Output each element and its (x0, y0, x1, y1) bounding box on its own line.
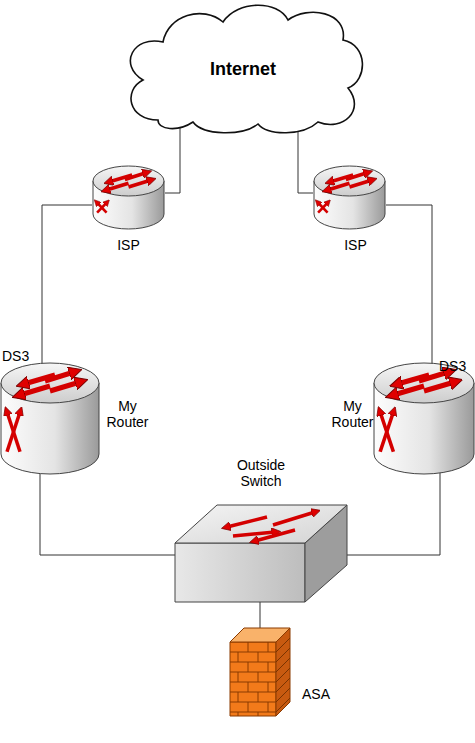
switch-icon (175, 505, 347, 602)
connector-line (42, 205, 92, 366)
connector-line (40, 471, 178, 555)
internet-cloud-node: Internet (118, 0, 368, 136)
node-label: My Router (325, 398, 380, 430)
router-icon-node: ISP (92, 165, 165, 230)
node-label: Outside Switch (225, 457, 297, 489)
firewall-icon-node: ASA (230, 628, 290, 716)
router-icon (92, 165, 165, 230)
firewall-icon (230, 628, 290, 716)
node-label: DS3 (439, 358, 475, 374)
node-label: My Router (100, 398, 155, 430)
router-icon (373, 362, 475, 475)
switch-icon-node: Outside Switch (175, 505, 347, 602)
node-label: DS3 (2, 348, 42, 364)
node-label: ASA (302, 686, 342, 702)
node-label: ISP (92, 237, 165, 253)
connector-line (165, 124, 180, 193)
connector-line (386, 205, 432, 366)
connector-line (298, 124, 313, 193)
router-icon-node: DS3My Router (0, 362, 100, 475)
node-label: ISP (319, 237, 392, 253)
router-icon (0, 362, 100, 475)
router-icon-node: DS3My Router (373, 362, 475, 475)
node-label: Internet (118, 58, 368, 80)
router-icon-node: ISP (313, 165, 386, 230)
router-icon (313, 165, 386, 230)
connector-line (347, 471, 440, 555)
